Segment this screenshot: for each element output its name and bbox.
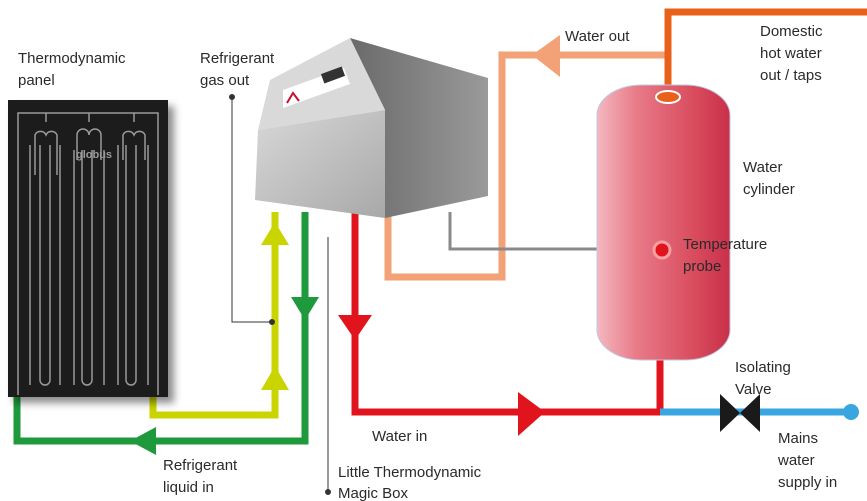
water-cylinder [596,84,731,361]
arrow-up-icon [261,366,289,390]
label-water-out: Water out [565,28,630,45]
temperature-probe-icon [652,240,672,260]
water-in-pipe [351,212,664,416]
arrow-up-icon [261,222,289,245]
hot-water-pipe [664,8,867,95]
arrow-right-icon [518,392,545,436]
arrow-down-icon [338,315,372,340]
arrow-left-icon [130,427,156,455]
magic-box [255,38,488,218]
arrow-left-icon [532,35,560,77]
mains-inlet-icon [843,404,859,420]
panel-brand: globus [76,149,112,161]
probe-wire [448,212,660,251]
thermodynamic-panel: globus [8,100,168,397]
arrow-down-icon [291,297,319,320]
refrigerant-gas-pipe [149,212,279,419]
refrigerant-liquid-pipe [13,212,309,445]
label-water-in: Water in [372,428,427,445]
isolating-valve-icon [720,394,760,432]
